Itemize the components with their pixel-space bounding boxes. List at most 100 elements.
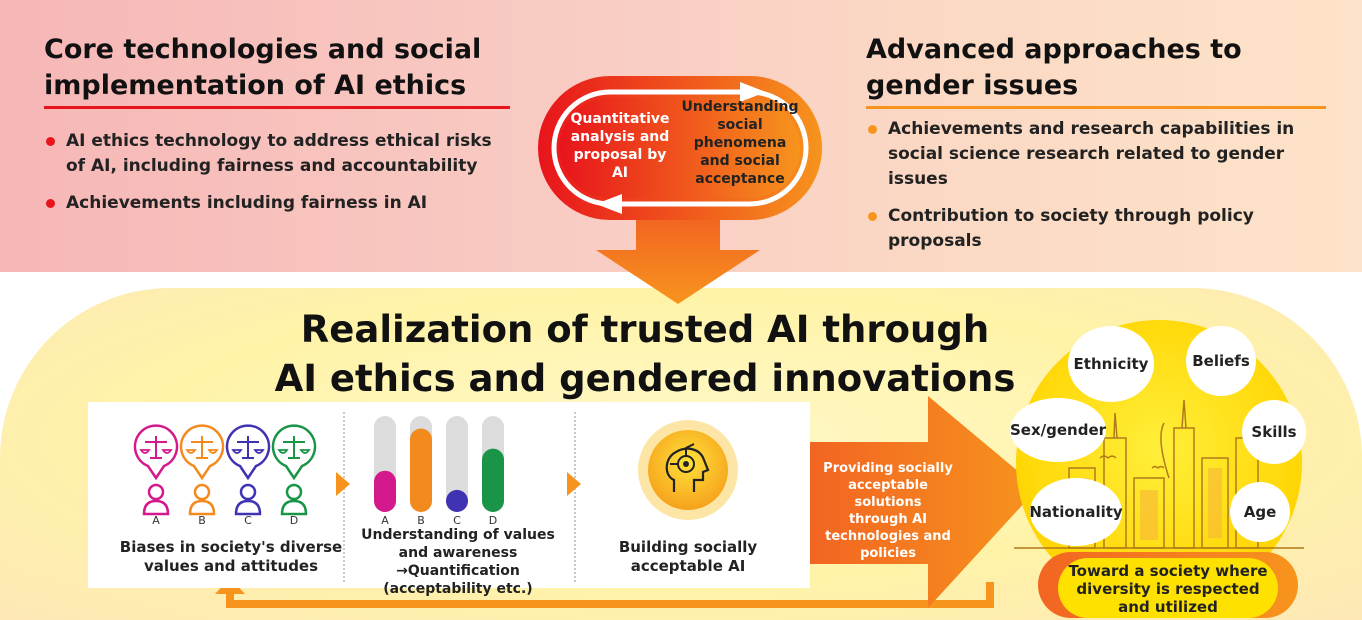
solutions-line: acceptable solutions [848,478,928,510]
person-with-scale-icon [225,424,271,516]
person-letter-c: C [244,514,252,527]
cycle-left-text: Quantitative analysis and proposal by AI [560,110,680,182]
bar-d [482,448,504,512]
attribute-age: Age [1230,482,1290,542]
right-title-underline [866,106,1326,109]
attribute-sex-gender: Sex/gender [1010,398,1106,462]
step-arrow-icon [567,472,581,496]
cycle-right-line: and social [700,153,780,169]
caption-line: →Quantification [396,563,520,579]
bar-track [446,416,468,512]
bar-a [374,470,396,512]
left-bullet-list: AI ethics technology to address ethical … [44,129,514,216]
person-letter-b: B [198,514,206,527]
bullet-dot-icon [868,212,877,221]
caption-line: Building socially [618,538,758,556]
step-arrow-icon [336,472,350,496]
person-letter-d: D [289,514,299,527]
left-title-underline [44,106,510,109]
solutions-arrow-icon [810,396,1038,608]
bar-tick-label: C [453,514,461,527]
cycle-graphic [538,76,822,304]
solutions-text: Providing socially acceptable solutions … [818,460,958,562]
bullet-text: Achievements and research capabilities i… [888,119,1295,139]
cycle-right-line: phenomena [693,135,787,151]
left-bullet-item: Achievements including fairness in AI [44,191,514,216]
society-caption-line: Toward a society where [1068,562,1268,580]
ai-head-icon [638,420,738,520]
panel-divider [574,412,576,582]
caption-line: Biases in society's diverse [119,538,343,556]
main-title-line1: Realization of trusted AI through [300,308,990,351]
panel-divider [343,412,345,582]
cycle-left-line: analysis and [570,129,670,145]
solutions-line: policies [860,546,916,561]
bullet-text: of AI, including fairness and accountabi… [66,156,478,176]
bullet-text: proposals [888,231,982,251]
bar-b [410,428,432,512]
caption-line: and awareness [398,545,518,561]
cycle-left-line: AI [611,165,629,181]
caption-building: Building socially acceptable AI [602,538,774,576]
bar-tick-label: A [381,514,389,527]
cycle-arrowhead-icon [740,82,766,102]
society-pill-inner [1058,558,1278,618]
bar-letters: A B C D [372,514,542,528]
attribute-skills: Skills [1242,400,1306,464]
main-title: Realization of trusted AI through AI eth… [250,305,1040,403]
bar-c [446,489,468,512]
person-letter-a: A [152,514,160,527]
right-section: Advanced approaches to gender issues Ach… [866,32,1336,266]
bullet-dot-icon [868,125,877,134]
bullet-dot-icon [46,199,55,208]
right-bullet-item: Achievements and research capabilities i… [866,117,1336,192]
right-bullet-item: Contribution to society through policy p… [866,204,1336,254]
cycle-right-line: Understanding [681,99,799,115]
bar-tick-label: D [488,514,498,527]
main-title-line2: AI ethics and gendered innovations [274,357,1016,400]
cycle-right-text: Understanding social phenomena and socia… [675,98,805,188]
acceptability-bar-chart [374,416,504,512]
bullet-text: social science research related to gende… [888,144,1285,164]
caption-understanding: Understanding of values and awareness →Q… [360,526,556,598]
caption-line: (acceptability etc.) [383,581,533,597]
bullet-text: issues [888,169,948,189]
person-letters: A B C D [126,514,336,528]
cycle-right-line: social [717,117,763,133]
right-bullet-list: Achievements and research capabilities i… [866,117,1336,254]
right-title-line1: Advanced approaches to [866,34,1242,65]
caption-line: values and attitudes [143,557,319,575]
society-caption: Toward a society where diversity is resp… [1058,562,1278,616]
caption-line: acceptable AI [630,557,746,575]
cycle-arrowhead-icon [596,194,622,214]
person-with-scale-icon [179,424,225,516]
left-title-line2: implementation of AI ethics [44,70,467,101]
society-caption-line: diversity is respected [1076,580,1260,598]
left-bullet-item: AI ethics technology to address ethical … [44,129,514,179]
attribute-beliefs: Beliefs [1186,326,1256,396]
cycle-right-line: acceptance [695,171,785,187]
caption-biases: Biases in society's diverse values and a… [102,538,360,576]
person-with-scale-icon [271,424,317,516]
solutions-line: Providing socially [823,461,953,476]
attribute-ethnicity: Ethnicity [1068,326,1154,402]
cycle-left-line: proposal by [573,147,667,163]
bullet-text: Contribution to society through policy [888,206,1254,226]
down-arrow-icon [596,218,760,304]
bullet-text: Achievements including fairness in AI [66,193,428,213]
society-caption-line: and utilized [1118,598,1218,616]
left-title-line1: Core technologies and social [44,34,482,65]
bar-tick-label: B [417,514,425,527]
persons-graphic [133,424,317,516]
cycle-left-line: Quantitative [570,111,670,127]
attribute-nationality: Nationality [1029,478,1123,546]
cycle-loop-line [551,89,809,207]
right-title-line2: gender issues [866,70,1079,101]
solutions-line: through AI [848,512,928,527]
bullet-dot-icon [46,137,55,146]
solutions-line: technologies and [825,529,951,544]
left-section: Core technologies and social implementat… [44,32,514,228]
bullet-text: AI ethics technology to address ethical … [66,131,492,151]
person-with-scale-icon [133,424,179,516]
caption-line: Understanding of values [361,527,555,543]
